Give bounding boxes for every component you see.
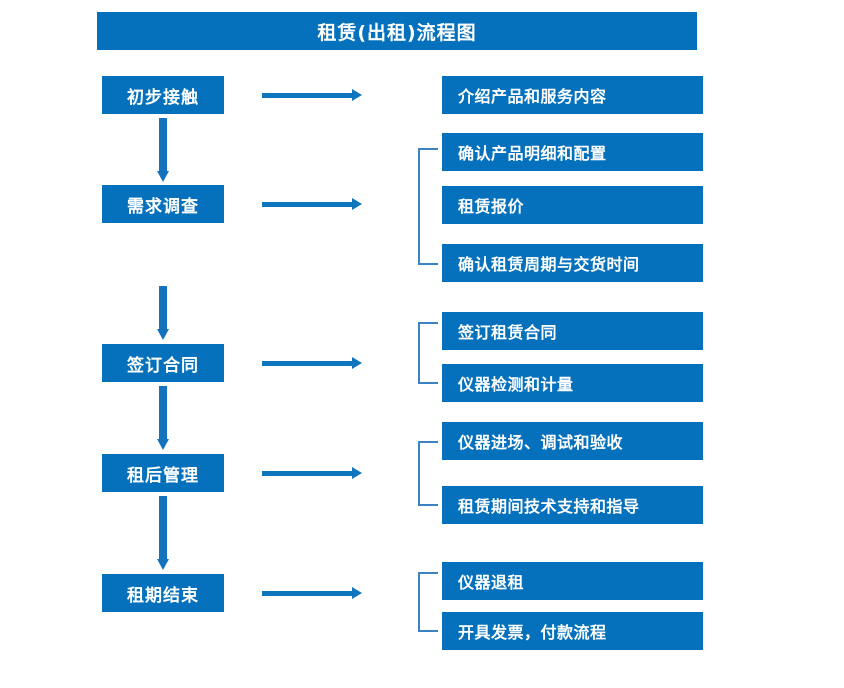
detail-box-8[interactable]: 租赁期间技术支持和指导: [442, 486, 703, 524]
detail-box-10[interactable]: 开具发票，付款流程: [442, 612, 703, 650]
detail-box-2[interactable]: 确认产品明细和配置: [442, 133, 703, 171]
arrow-shaft: [159, 118, 167, 171]
group-bracket-2: [418, 322, 438, 384]
stage-node-5[interactable]: 租期结束: [102, 574, 224, 612]
detail-box-4[interactable]: 确认租赁周期与交货时间: [442, 244, 703, 282]
detail-box-7[interactable]: 仪器进场、调试和验收: [442, 422, 703, 460]
detail-arrow-right-2: [262, 198, 362, 210]
flow-arrow-down-4: [157, 496, 169, 570]
detail-box-5[interactable]: 签订租赁合同: [442, 312, 703, 350]
detail-box-3[interactable]: 租赁报价: [442, 186, 703, 224]
arrow-head: [352, 357, 362, 369]
arrow-head: [157, 559, 169, 570]
arrow-shaft: [262, 93, 352, 98]
detail-arrow-right-3: [262, 357, 362, 369]
arrow-head: [352, 467, 362, 479]
detail-box-9[interactable]: 仪器退租: [442, 562, 703, 600]
arrow-head: [352, 89, 362, 101]
detail-box-6[interactable]: 仪器检测和计量: [442, 364, 703, 402]
detail-box-1[interactable]: 介绍产品和服务内容: [442, 76, 703, 114]
flow-arrow-down-1: [157, 118, 169, 182]
detail-arrow-right-4: [262, 467, 362, 479]
arrow-shaft: [262, 471, 352, 476]
flow-arrow-down-3: [157, 386, 169, 450]
arrow-shaft: [159, 286, 167, 329]
detail-arrow-right-1: [262, 89, 362, 101]
arrow-head: [352, 587, 362, 599]
stage-node-1[interactable]: 初步接触: [102, 76, 224, 114]
arrow-shaft: [262, 591, 352, 596]
arrow-shaft: [262, 202, 352, 207]
chart-title-banner: 租赁(出租)流程图: [97, 12, 697, 50]
arrow-head: [157, 439, 169, 450]
detail-arrow-right-5: [262, 587, 362, 599]
arrow-shaft: [262, 361, 352, 366]
stage-node-2[interactable]: 需求调查: [102, 185, 224, 223]
stage-node-4[interactable]: 租后管理: [102, 454, 224, 492]
arrow-shaft: [159, 386, 167, 439]
arrow-head: [157, 329, 169, 340]
group-bracket-3: [418, 441, 438, 506]
group-bracket-1: [418, 148, 438, 265]
arrow-head: [352, 198, 362, 210]
arrow-shaft: [159, 496, 167, 559]
arrow-head: [157, 171, 169, 182]
stage-node-3[interactable]: 签订合同: [102, 344, 224, 382]
flow-arrow-down-2: [157, 286, 169, 340]
group-bracket-4: [418, 572, 438, 632]
